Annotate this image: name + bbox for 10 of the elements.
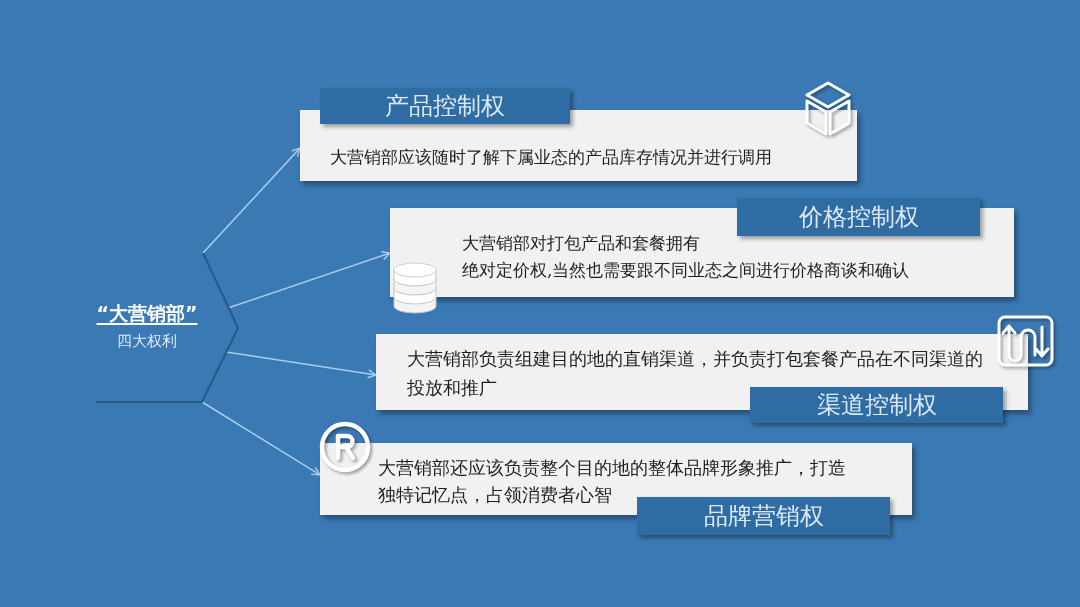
arrow bbox=[201, 401, 321, 476]
tab-heading: 产品控制权 bbox=[384, 91, 506, 121]
description-text: 大营销部对打包产品和套餐拥有绝对定价权,当然也需要跟不同业态之间进行价格商谈和确认 bbox=[462, 232, 911, 282]
arrow bbox=[225, 351, 377, 379]
description-text: 大营销部应该随时了解下属业态的产品库存情况并进行调用 bbox=[330, 146, 773, 169]
panel-title: “大营销部” bbox=[95, 301, 199, 325]
arrow bbox=[227, 251, 391, 309]
panel-subtitle: 四大权利 bbox=[116, 331, 178, 351]
arrow bbox=[202, 147, 301, 254]
tab-heading: 价格控制权 bbox=[797, 202, 920, 232]
